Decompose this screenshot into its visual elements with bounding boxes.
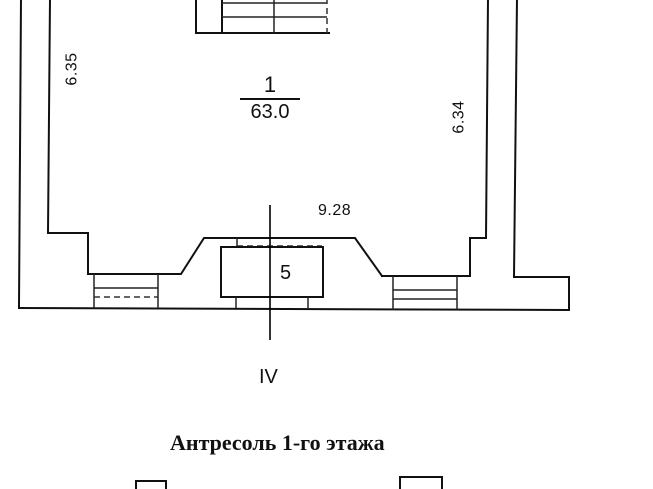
dimension-left-wall: 6.35: [63, 52, 81, 86]
room-1-label: 1 63.0: [240, 72, 300, 124]
bottom-niche: [95, 237, 384, 278]
top-staircase: [195, 0, 330, 34]
room-5-number: 5: [280, 262, 292, 284]
dimension-width: 9.28: [318, 202, 352, 219]
next-plan-fragment: [135, 476, 443, 489]
left-wall: [17, 0, 97, 308]
right-wall: [17, 0, 570, 312]
room-1-number: 1: [263, 72, 277, 97]
dimension-right-wall: 6.34: [450, 100, 468, 134]
room-5-outline: [220, 238, 324, 308]
right-bottom-staircase: [392, 276, 458, 310]
left-bottom-staircase: [93, 274, 159, 308]
room-1-area: 63.0: [240, 98, 300, 124]
plan-caption: Антресоль 1-го этажа: [170, 430, 385, 455]
axis-label-iv: IV: [259, 366, 278, 388]
